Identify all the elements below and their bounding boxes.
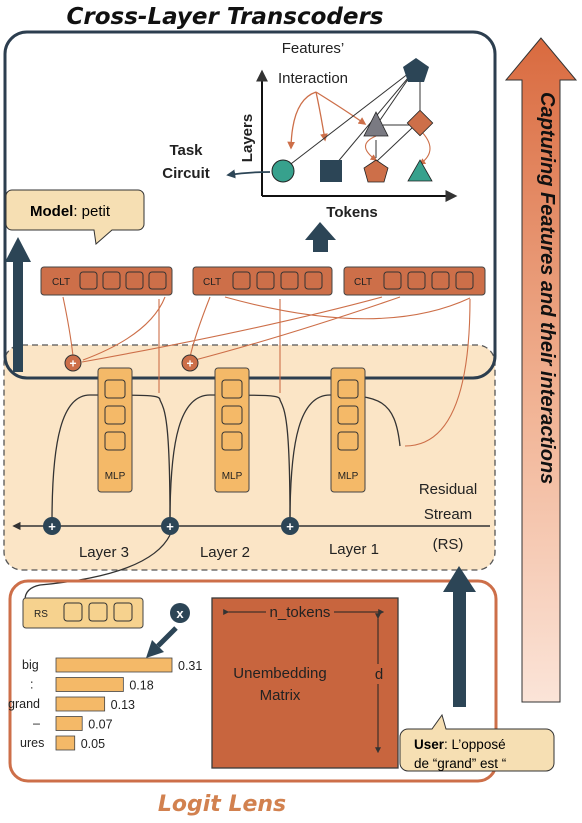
mlp-block-layer3: MLP xyxy=(97,367,133,493)
residual-plus-node: + xyxy=(161,517,179,535)
task-circuit-label-2: Circuit xyxy=(162,165,210,182)
clt-plus-node: + xyxy=(181,354,199,372)
logit-bar-token: big xyxy=(22,658,39,672)
logit-bar xyxy=(55,677,124,692)
logit-bar-chart: big 0.31: 0.18 grand 0.13 – 0.07 ures 0.05 xyxy=(8,657,202,751)
svg-text:+: + xyxy=(286,519,294,534)
svg-text:+: + xyxy=(48,519,56,534)
residual-plus-node: + xyxy=(281,517,299,535)
model-callout xyxy=(5,189,145,245)
interaction-arrow xyxy=(315,91,328,142)
feature-node-pentagon xyxy=(363,159,389,183)
logit-bar-token: : xyxy=(30,678,33,692)
svg-text:MLP: MLP xyxy=(338,471,359,482)
logit-bar xyxy=(55,716,83,731)
layer-label-3: Layer 3 xyxy=(79,544,129,561)
logit-bar xyxy=(55,657,173,673)
svg-text:+: + xyxy=(69,357,76,371)
clt-box-right: CLT xyxy=(343,266,486,296)
logit-lens-title: Logit Lens xyxy=(158,792,286,817)
user-callout xyxy=(399,713,555,772)
feature-node-square xyxy=(320,160,342,182)
layers-axis-label: Layers xyxy=(239,114,256,162)
multiply-icon: x xyxy=(170,603,190,623)
matrix-label-2: Matrix xyxy=(260,687,301,704)
model-text: Model: petit xyxy=(30,203,111,220)
interaction-arrow xyxy=(418,129,431,165)
clt-up-arrow-left xyxy=(5,237,31,372)
layer-label-2: Layer 2 xyxy=(200,544,250,561)
logit-up-arrow xyxy=(443,566,476,707)
rs-box: RS xyxy=(22,597,144,629)
residual-plus-node: + xyxy=(43,517,61,535)
side-capture-arrow xyxy=(504,37,578,703)
features-label-1: Features’ xyxy=(282,40,345,57)
residual-label-1: Residual xyxy=(419,481,477,498)
logit-bar-token: ures xyxy=(20,736,44,750)
feature-node-pentagon-top xyxy=(403,58,429,82)
layer-label-1: Layer 1 xyxy=(329,541,379,558)
logit-bar-value: 0.07 xyxy=(88,718,112,732)
feature-node-triangle xyxy=(363,111,389,137)
clt-up-arrow-center xyxy=(305,222,336,252)
svg-text:MLP: MLP xyxy=(222,471,243,482)
residual-label-3: (RS) xyxy=(433,536,464,553)
logit-bar-value: 0.18 xyxy=(129,679,153,693)
svg-text:x: x xyxy=(176,606,184,621)
clt-plus-node: + xyxy=(64,354,82,372)
logit-bar-token: grand xyxy=(8,697,40,711)
interaction-arrow xyxy=(315,91,367,125)
logit-bar-token: – xyxy=(33,717,40,731)
svg-text:CLT: CLT xyxy=(52,277,70,288)
feature-node-triangle xyxy=(407,159,433,182)
feature-node-circle xyxy=(271,159,295,183)
multiply-arrow xyxy=(146,626,178,658)
svg-text:CLT: CLT xyxy=(203,277,221,288)
logit-lens-panel xyxy=(8,579,498,783)
tokens-axis-label: Tokens xyxy=(326,204,377,221)
mlp-block-layer1: MLP xyxy=(330,367,366,493)
interaction-arrow xyxy=(364,135,378,161)
logit-bar-value: 0.05 xyxy=(81,737,105,751)
residual-label-2: Stream xyxy=(424,506,472,523)
layer-arches xyxy=(51,394,401,523)
clt-connectors xyxy=(62,296,471,447)
svg-text:RS: RS xyxy=(34,609,48,620)
clt-box-left: CLT xyxy=(40,266,173,296)
logit-bar xyxy=(55,696,106,712)
side-arrow-label: Capturing Features and their interaction… xyxy=(536,92,558,484)
svg-text:CLT: CLT xyxy=(354,277,372,288)
user-text-2: de “grand” est “ xyxy=(414,756,506,771)
matrix-label-1: Unembedding xyxy=(233,665,326,682)
d-label-bg xyxy=(372,664,386,684)
unembedding-matrix xyxy=(211,597,399,769)
svg-text:+: + xyxy=(166,519,174,534)
mlp-block-layer2: MLP xyxy=(214,367,250,493)
task-circuit-arrow xyxy=(226,169,271,179)
svg-text:+: + xyxy=(186,357,193,371)
n-tokens-label: n_tokens xyxy=(270,604,331,621)
svg-text:MLP: MLP xyxy=(105,471,126,482)
clt-panel xyxy=(3,30,497,380)
logit-bar-value: 0.13 xyxy=(111,698,135,712)
interaction-arrow xyxy=(287,91,317,150)
d-label: d xyxy=(375,666,383,683)
n-tokens-label-bg xyxy=(266,604,334,620)
feature-node-diamond xyxy=(406,109,434,137)
logit-bar-value: 0.31 xyxy=(178,659,202,673)
clt-box-middle: CLT xyxy=(192,266,333,296)
task-circuit-label-1: Task xyxy=(169,142,203,159)
features-label-2: Interaction xyxy=(278,70,348,87)
logit-bar xyxy=(55,735,76,751)
user-text-1: User: L’opposé xyxy=(414,737,506,752)
clt-title: Cross-Layer Transcoders xyxy=(67,4,384,30)
